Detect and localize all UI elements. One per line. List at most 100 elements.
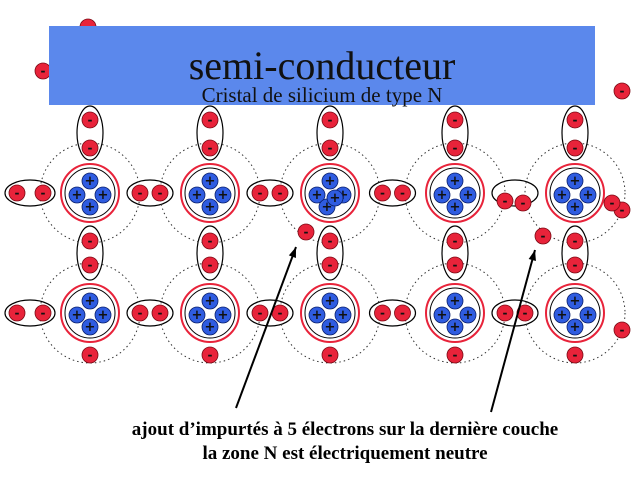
electron-sign: - <box>380 306 385 320</box>
electron-dot <box>613 82 631 100</box>
electron: - <box>321 232 339 250</box>
electron-dot <box>374 184 391 202</box>
nucleus-particle: + <box>81 198 99 216</box>
nucleus-particle: + <box>201 292 219 310</box>
electron-sign: - <box>88 258 93 272</box>
nucleus-sign: + <box>583 188 594 203</box>
electron-dot <box>394 184 411 202</box>
covalent-bond <box>126 299 174 327</box>
nucleus-sign: + <box>192 308 203 323</box>
covalent-bond <box>316 105 344 161</box>
electron: - <box>603 194 621 212</box>
electron-dot <box>131 304 149 322</box>
atom-ring-inner <box>549 167 601 219</box>
nucleus-dot <box>579 306 597 324</box>
electron-sign: - <box>453 113 458 127</box>
electron: - <box>613 82 631 100</box>
covalent-bond <box>76 105 104 161</box>
electron-sign: - <box>304 225 309 239</box>
nucleus-particle: + <box>579 306 597 324</box>
electron: - <box>251 304 269 322</box>
nucleus-sign: + <box>85 320 96 335</box>
nucleus-sign: + <box>450 294 461 309</box>
nucleus-dot <box>94 306 112 324</box>
nucleus-particle: + <box>579 186 597 204</box>
electron-sign: - <box>88 348 93 362</box>
electron-sign: - <box>328 141 333 155</box>
electron: - <box>566 346 584 364</box>
electron-dot <box>534 227 552 245</box>
nucleus-particle: + <box>94 306 112 324</box>
nucleus-dot <box>433 186 451 204</box>
electron-dot <box>201 139 219 157</box>
nucleus-dot <box>566 292 584 310</box>
electron-dot <box>201 346 219 364</box>
electron: - <box>566 256 584 274</box>
electron-sign: - <box>88 234 93 248</box>
electron: - <box>566 139 584 157</box>
electron-dot <box>446 111 464 129</box>
electron-sign: - <box>41 306 46 320</box>
atom-ring-inner <box>304 287 356 339</box>
electron-sign: - <box>453 348 458 362</box>
nucleus-particle: + <box>566 292 584 310</box>
electron: - <box>374 184 391 202</box>
electron-sign: - <box>400 306 405 320</box>
atom-ring <box>300 163 360 223</box>
electron-dot <box>201 111 219 129</box>
nucleus-sign: + <box>570 200 581 215</box>
nucleus-dot <box>201 292 219 310</box>
nucleus-particle: + <box>81 172 99 190</box>
arrow-head <box>288 247 296 258</box>
electron-dot <box>81 256 99 274</box>
nucleus-dot <box>446 318 464 336</box>
electron-sign: - <box>208 234 213 248</box>
electron: - <box>34 304 52 322</box>
covalent-bond <box>4 179 56 207</box>
electron-sign: - <box>328 234 333 248</box>
nucleus-dot <box>308 186 326 204</box>
pointer-arrow <box>490 249 536 413</box>
nucleus-sign: + <box>322 200 333 215</box>
electron-dot <box>394 304 411 322</box>
atom-ring <box>180 283 240 343</box>
electron-sign: - <box>620 323 625 337</box>
electron-sign: - <box>610 196 615 210</box>
nucleus-dot <box>94 186 112 204</box>
nucleus-sign: + <box>85 200 96 215</box>
nucleus-sign: + <box>437 308 448 323</box>
nucleus-sign: + <box>205 320 216 335</box>
electron: - <box>201 139 219 157</box>
atom-ring-inner <box>184 287 236 339</box>
electron-dot <box>151 184 169 202</box>
electron-dot <box>81 346 99 364</box>
nucleus-dot <box>81 292 99 310</box>
electron: - <box>496 192 514 210</box>
nucleus-dot <box>553 186 571 204</box>
nucleus-sign: + <box>570 294 581 309</box>
nucleus-particle: + <box>94 186 112 204</box>
electron-dot <box>321 111 339 129</box>
covalent-bond <box>246 179 294 207</box>
electron-dot <box>151 304 169 322</box>
electron-sign: - <box>41 64 46 78</box>
nucleus-dot <box>459 306 477 324</box>
nucleus-sign: + <box>437 188 448 203</box>
nucleus-particle: + <box>433 306 451 324</box>
electron-dot <box>321 256 339 274</box>
caption-neutral: la zone N est électriquement neutre <box>202 443 488 464</box>
nucleus-dot <box>321 318 339 336</box>
nucleus-particle: + <box>433 186 451 204</box>
nucleus-particle: + <box>308 186 326 204</box>
nucleus-particle: + <box>326 189 344 207</box>
electron-sign: - <box>453 258 458 272</box>
atom-ring <box>425 283 485 343</box>
electron-sign: - <box>573 113 578 127</box>
nucleus-dot <box>214 186 232 204</box>
atom-ring <box>180 163 240 223</box>
nucleus-sign: + <box>218 188 229 203</box>
atom-ring <box>545 163 605 223</box>
nucleus-dot <box>334 306 352 324</box>
atom-ring <box>60 283 120 343</box>
